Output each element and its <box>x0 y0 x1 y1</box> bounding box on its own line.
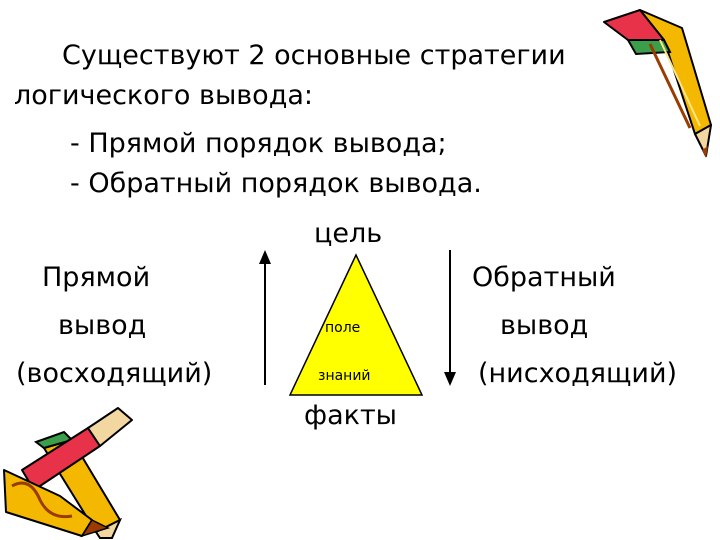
knowledge-field-line-2: знаний <box>318 368 371 384</box>
pencil-icon <box>604 10 711 158</box>
down-arrow <box>444 250 456 386</box>
up-arrow <box>259 250 271 385</box>
pencils-icon <box>4 408 132 538</box>
knowledge-field-line-1: поле <box>325 320 360 336</box>
